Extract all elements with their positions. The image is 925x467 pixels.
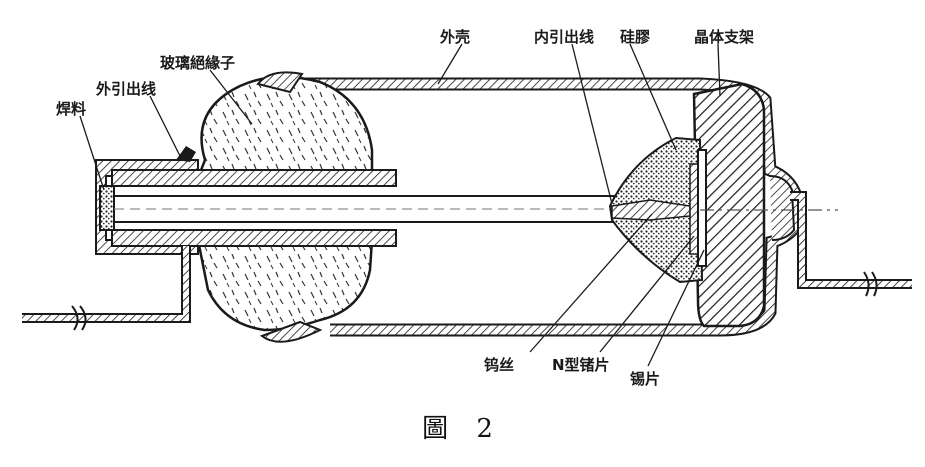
label-tin-piece: 锡片 <box>630 370 660 388</box>
label-inner-lead: 内引出线 <box>534 28 594 46</box>
inner-lead-wire <box>113 195 615 223</box>
label-solder: 焊料 <box>56 100 86 118</box>
figure-caption: 圖 2 <box>422 414 503 444</box>
solder <box>99 185 115 231</box>
right-end-cap <box>769 175 796 241</box>
diode-cross-section-diagram: 外壳 内引出线 硅膠 晶体支架 玻璃絕緣子 外引出线 焊料 钨丝 N型锗片 锡片 <box>22 28 912 388</box>
label-outer-lead: 外引出线 <box>95 80 156 98</box>
n-type-germanium <box>689 163 699 255</box>
glass-insulator <box>196 71 374 343</box>
inner-tube <box>111 169 397 247</box>
label-n-germanium: N型锗片 <box>552 356 610 374</box>
label-outer-shell: 外壳 <box>439 28 470 46</box>
left-outer-lead <box>22 246 191 331</box>
label-crystal-holder: 晶体支架 <box>694 28 754 46</box>
tin-piece <box>697 149 707 267</box>
label-glass-insulator: 玻璃絕緣子 <box>160 54 235 72</box>
label-glue: 硅膠 <box>620 28 650 46</box>
label-tungsten-wire: 钨丝 <box>484 356 514 374</box>
crystal-holder <box>692 82 766 328</box>
right-outer-lead <box>790 191 912 297</box>
leader-lines <box>79 43 721 367</box>
